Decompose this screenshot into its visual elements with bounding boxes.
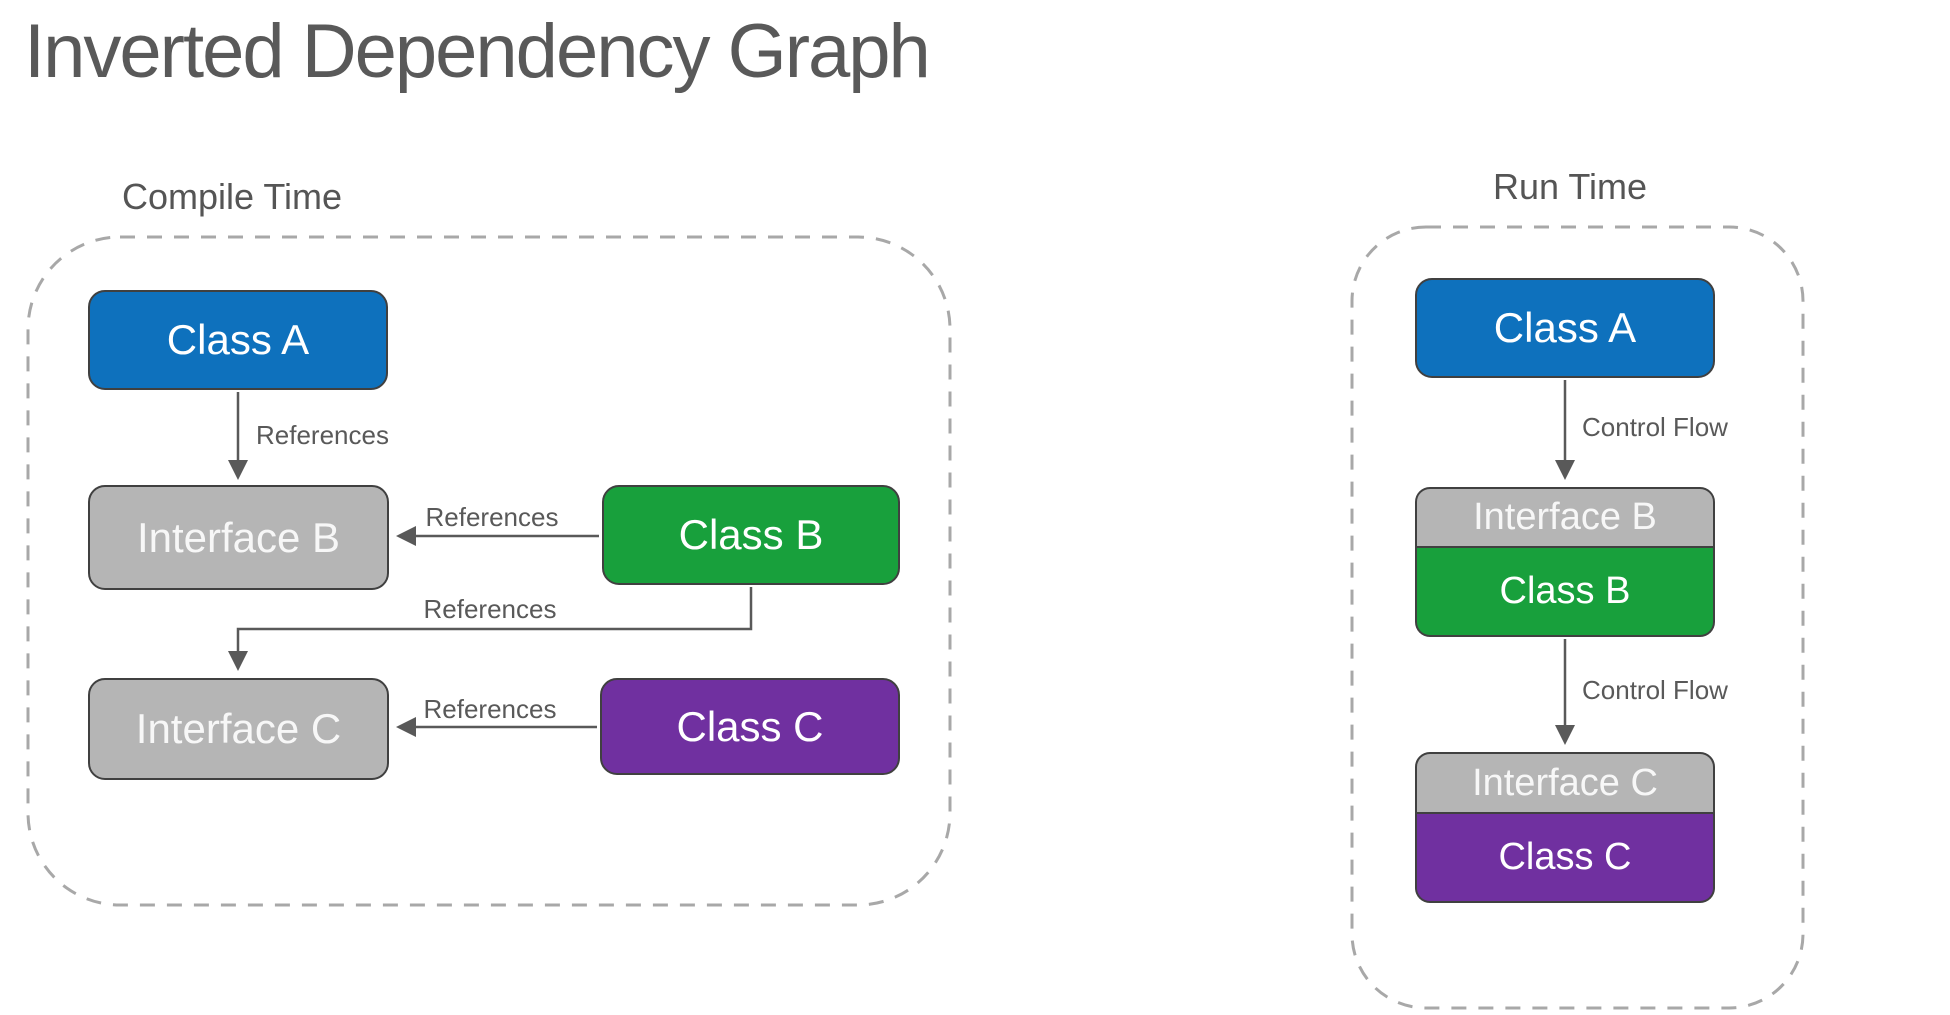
compile-node-class-c-label: Class C (676, 702, 824, 750)
run-node-class-a: Class A (1415, 278, 1715, 378)
run-node-class-c: Class C (1415, 814, 1715, 903)
compile-node-interface-c: Interface C (88, 678, 389, 780)
compile-node-class-c: Class C (600, 678, 900, 775)
run-node-class-b-label: Class B (1499, 570, 1631, 612)
compile-node-class-b: Class B (602, 485, 900, 585)
compile-time-label: Compile Time (122, 176, 343, 217)
edge-label-b-to-ib: References (425, 502, 559, 532)
edge-classB-to-interfaceC (228, 587, 753, 671)
compile-node-class-a-label: Class A (166, 316, 310, 363)
compile-node-interface-b: Interface B (88, 485, 389, 590)
compile-node-interface-b-label: Interface B (136, 513, 341, 561)
run-node-interface-c: Interface C (1415, 752, 1715, 814)
compile-node-class-b-label: Class B (678, 511, 824, 558)
run-node-class-b: Class B (1415, 548, 1715, 637)
run-time-label: Run Time (1493, 166, 1648, 207)
edge-label-c-to-ic: References (423, 694, 557, 724)
edge-label-run-a-to-b: Control Flow (1582, 412, 1728, 442)
edge-label-b-to-ic: References (423, 594, 557, 624)
compile-node-class-a: Class A (88, 290, 388, 390)
run-node-class-a-label: Class A (1493, 304, 1637, 351)
edge-label-a-to-ib: References (256, 420, 389, 450)
run-time-container-border (1350, 225, 1805, 1010)
run-node-interface-b-label: Interface B (1473, 496, 1657, 538)
edge-label-run-b-to-c: Control Flow (1582, 675, 1728, 705)
compile-node-interface-c-label: Interface C (135, 705, 342, 752)
run-node-interface-b: Interface B (1415, 487, 1715, 548)
run-node-class-c-label: Class C (1498, 836, 1632, 878)
run-node-interface-c-label: Interface C (1472, 761, 1658, 804)
page-title: Inverted Dependency Graph (24, 9, 931, 94)
